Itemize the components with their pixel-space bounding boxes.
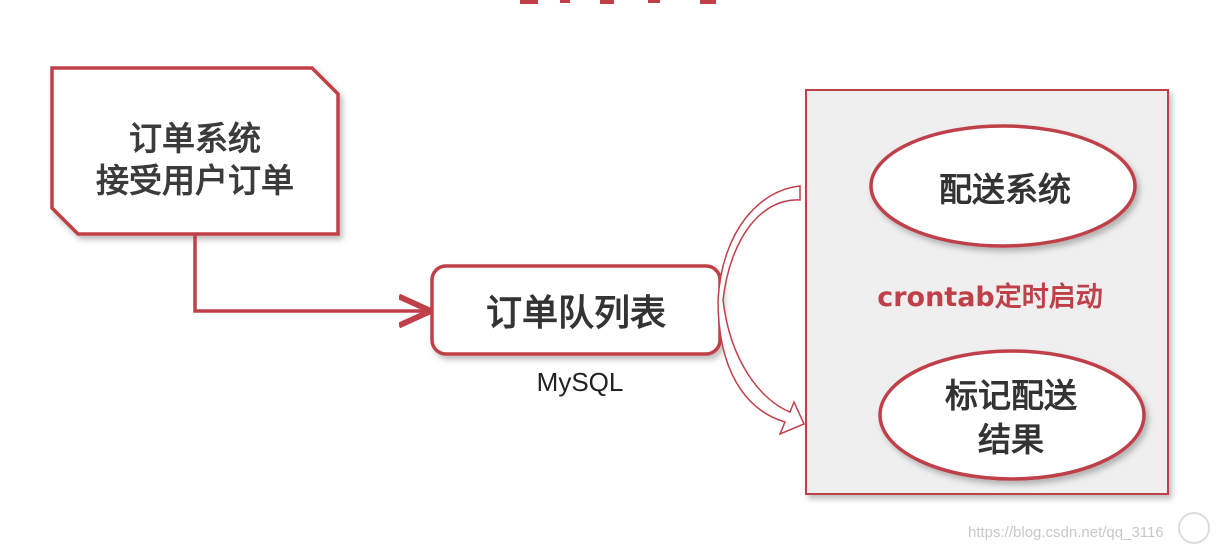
watermark-logo <box>1178 512 1210 544</box>
delivery-system-label: 配送系统 <box>939 170 1071 209</box>
order-system-shape <box>50 66 340 236</box>
mark-result-line2: 结果 <box>978 420 1044 459</box>
mark-result-shape <box>878 349 1146 481</box>
order-system-line1: 订单系统 <box>129 119 261 158</box>
cropped-title-fragment <box>520 0 716 4</box>
watermark-url: https://blog.csdn.net/qq_3116 <box>968 524 1164 541</box>
mark-result-label: 标记配送 结果 <box>880 362 1142 474</box>
curved-arrow <box>717 185 806 436</box>
order-system-line2: 接受用户订单 <box>96 161 294 200</box>
mysql-label: MySQL <box>536 366 624 397</box>
crontab-note: crontab定时启动 <box>877 281 1103 313</box>
order-queue-label: 订单队列表 <box>485 293 666 334</box>
mark-result-line1: 标记配送 <box>945 376 1077 415</box>
order-to-queue-connector <box>193 235 428 311</box>
order-system-label: 订单系统 接受用户订单 <box>60 100 330 220</box>
delivery-system-shape <box>869 124 1137 248</box>
